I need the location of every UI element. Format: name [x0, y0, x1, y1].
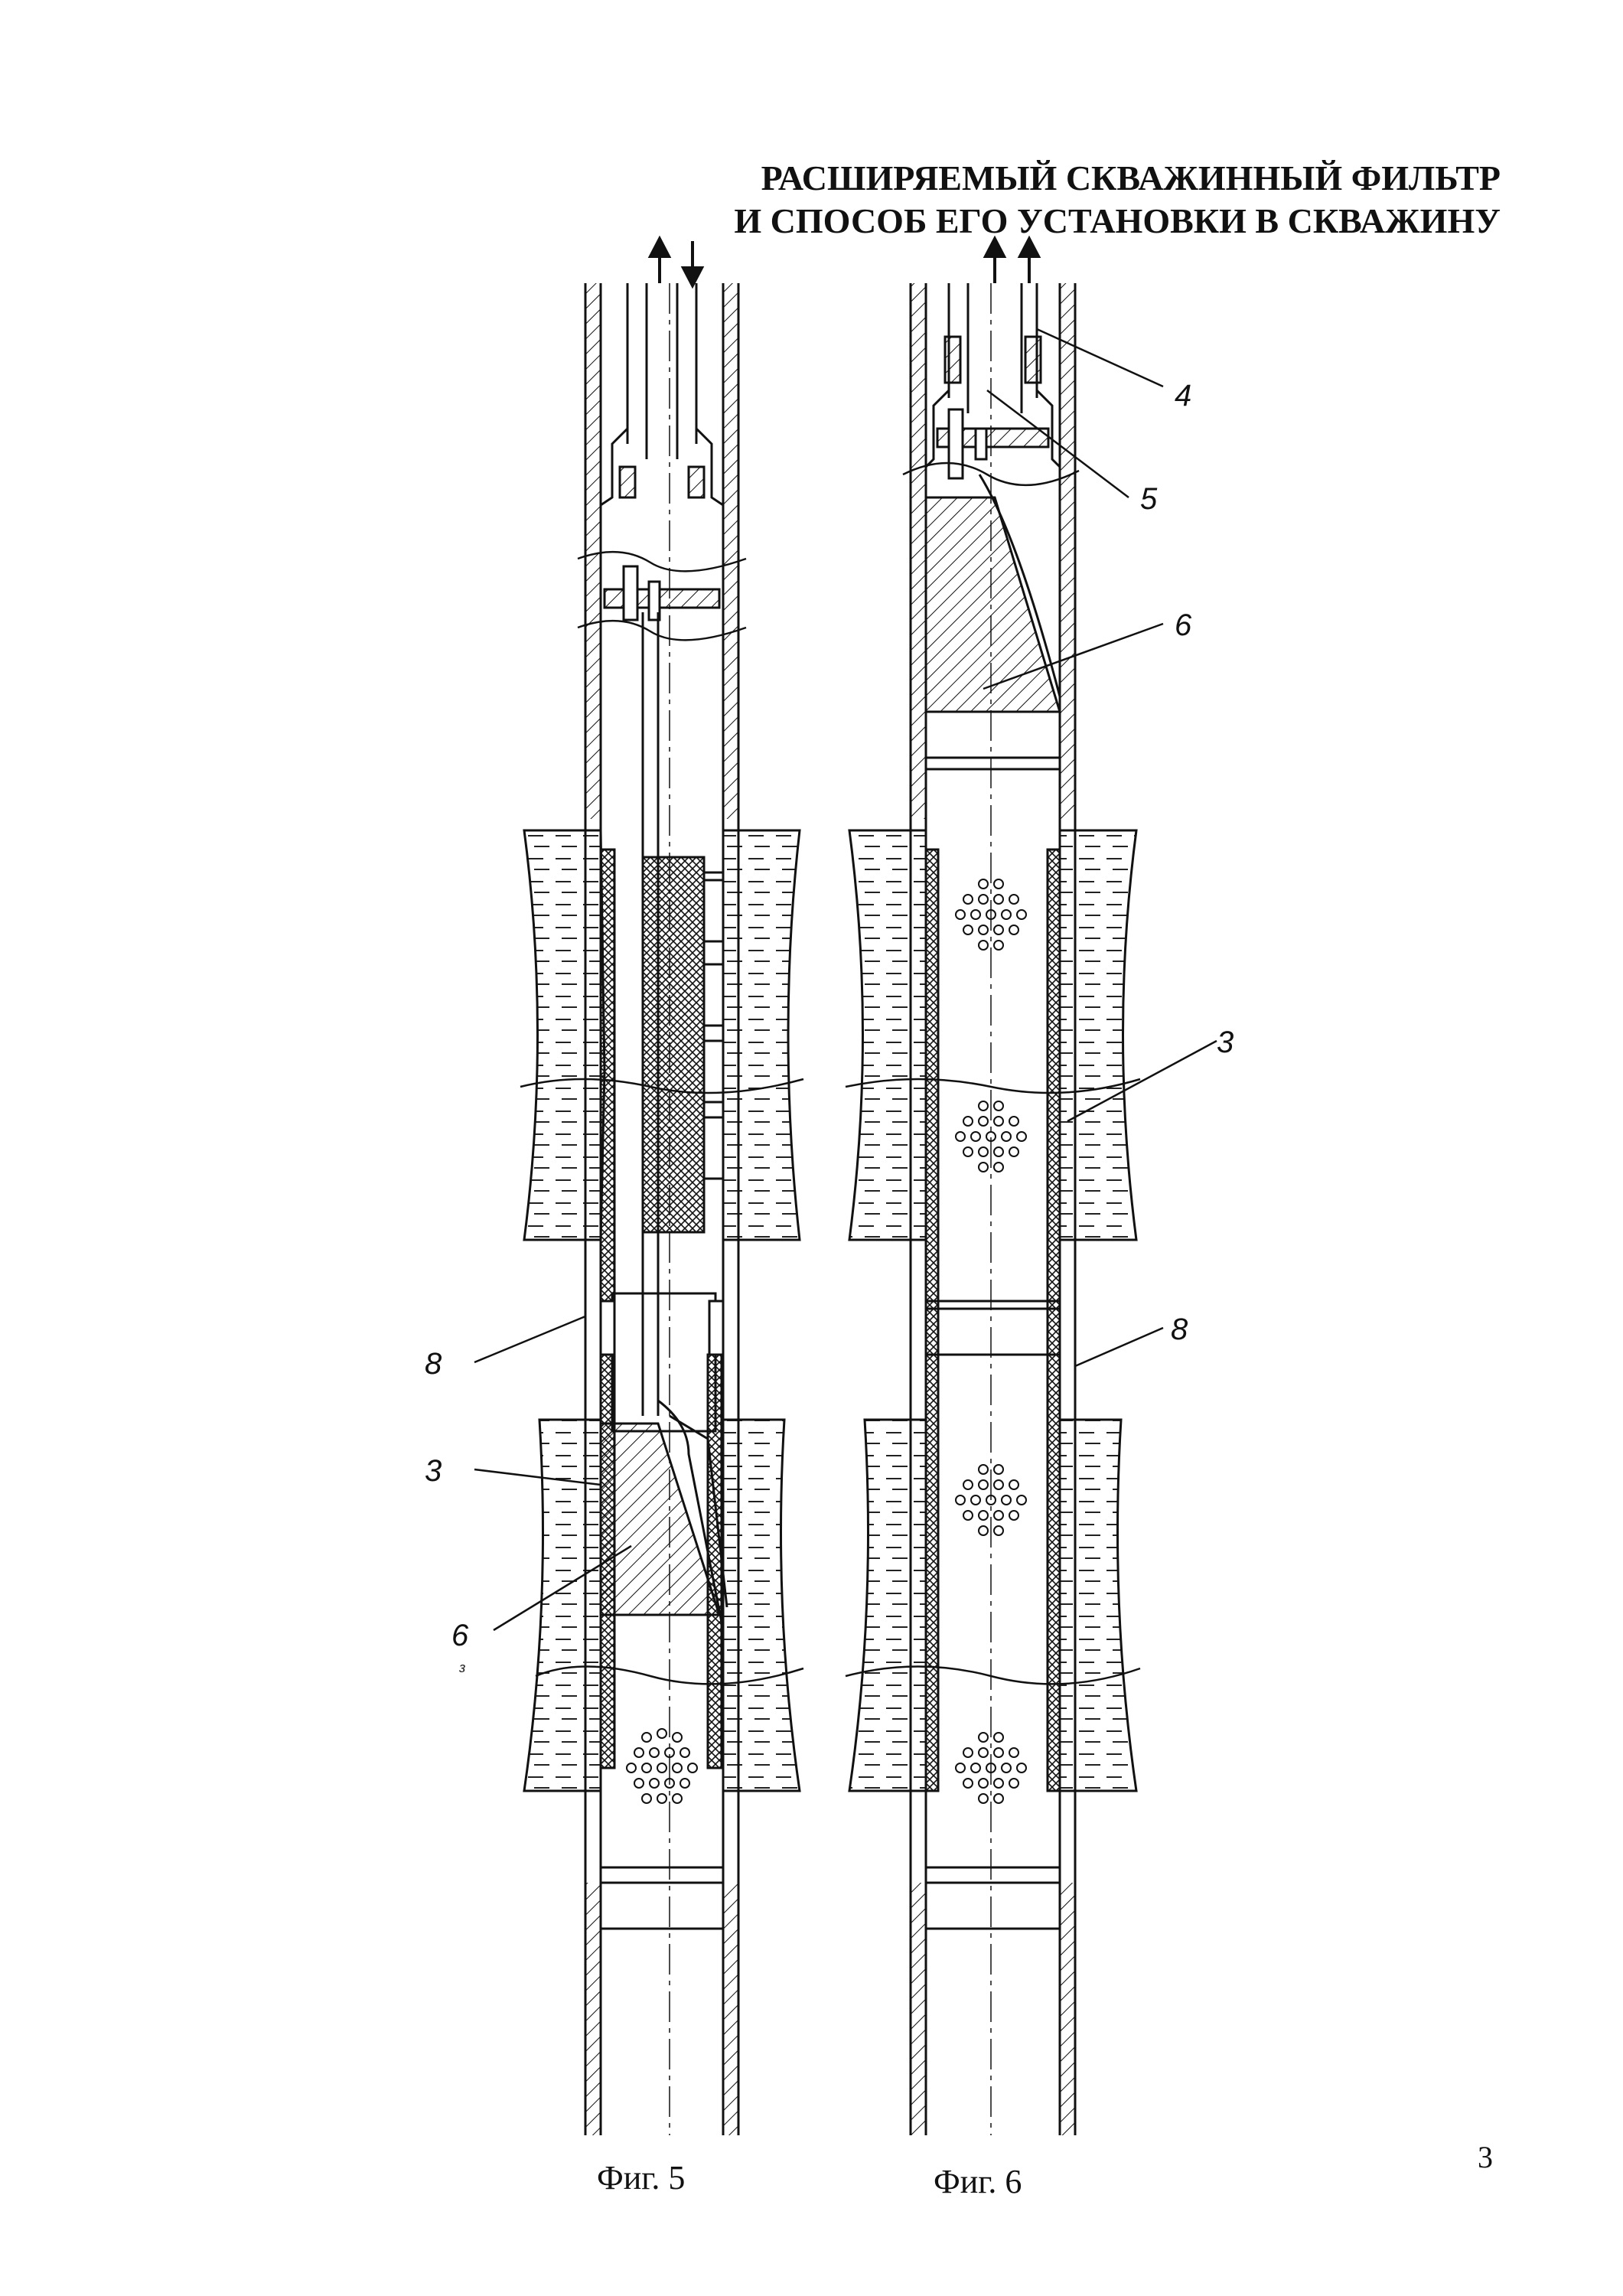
flow-arrows-fig6: [983, 235, 1041, 283]
label-3-fig5: 3: [425, 1454, 442, 1488]
break-lines-fig6: [845, 461, 1141, 1685]
label-4-fig6: 4: [1175, 379, 1191, 413]
label-3-fig6: 3: [1217, 1026, 1234, 1059]
filter-screen-fig5: [599, 848, 725, 1769]
flow-arrows-fig5: [647, 235, 705, 289]
formation-upper-fig6: [848, 829, 1138, 1241]
formation-lower-fig6: [848, 1418, 1138, 1792]
label-5-fig6: 5: [1140, 482, 1158, 516]
label-8-fig5: 8: [425, 1347, 442, 1381]
label-sub-fig5: з: [458, 1660, 465, 1675]
expansion-cone-fig5: [599, 1292, 728, 1631]
figure-5-caption: Фиг. 5: [597, 2159, 686, 2197]
document-title: РАСШИРЯЕМЫЙ СКВАЖИННЫЙ ФИЛЬТР И СПОСОБ Е…: [429, 157, 1501, 243]
flow-arrow-up-icon: [647, 235, 672, 283]
figure-6-caption: Фиг. 6: [934, 2163, 1022, 2200]
label-6-fig6: 6: [1175, 608, 1192, 642]
casing-fig6: [909, 283, 1077, 2135]
figure-5-drawing: [474, 283, 804, 2135]
leaders-fig6: [983, 328, 1217, 1368]
flow-arrow-down-icon: [680, 241, 705, 289]
formation-lower: [523, 1418, 801, 1792]
coupling-fig6: [924, 1300, 1061, 1930]
flow-arrow-up-icon: [1017, 235, 1041, 283]
title-line-1: РАСШИРЯЕМЫЙ СКВАЖИННЫЙ ФИЛЬТР: [761, 158, 1501, 197]
perforations-fig6: [955, 879, 1027, 1804]
break-lines-fig5: [520, 550, 804, 1685]
page-number: 3: [1478, 2140, 1493, 2174]
leaders-fig5: [474, 1315, 632, 1632]
label-6-fig5: 6: [451, 1619, 469, 1652]
flow-arrow-up-icon: [983, 235, 1007, 283]
labels-fig5: 8 3 6 з: [425, 1347, 469, 1675]
perforations-fig5: [626, 1728, 698, 1804]
bottom-coupling-fig5: [599, 1866, 725, 1930]
title-line-2: И СПОСОБ ЕГО УСТАНОВКИ В СКВАЖИНУ: [734, 201, 1501, 240]
labels-fig6: 4 5 6 3 8: [1140, 379, 1234, 1346]
label-8-fig6: 8: [1171, 1313, 1188, 1346]
figure-6-drawing: [845, 283, 1217, 2135]
expansion-cone-fig6: [924, 474, 1062, 771]
